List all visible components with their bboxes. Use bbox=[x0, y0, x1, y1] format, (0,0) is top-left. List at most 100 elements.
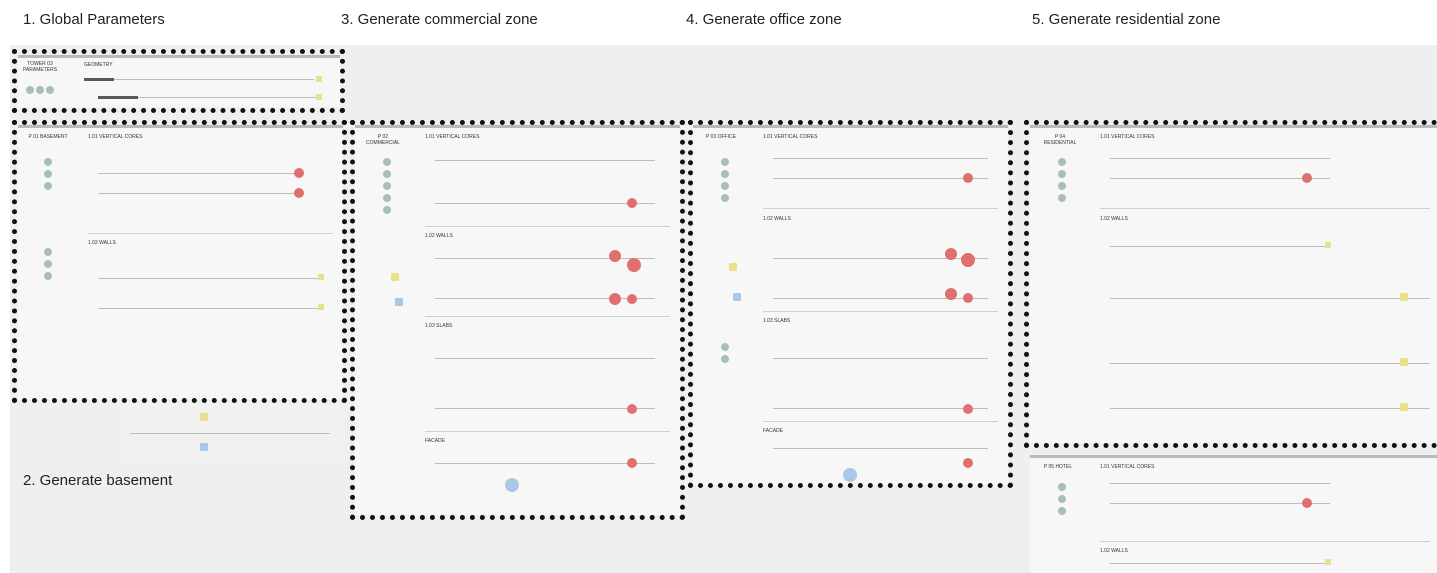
group-divider bbox=[425, 431, 670, 432]
output-node[interactable] bbox=[627, 458, 637, 468]
graph-wire bbox=[1110, 483, 1330, 484]
output-node[interactable] bbox=[316, 94, 322, 100]
graph-component[interactable] bbox=[98, 96, 138, 99]
graph-component[interactable] bbox=[395, 298, 403, 306]
graph-component[interactable] bbox=[200, 413, 208, 421]
parameter-node[interactable] bbox=[383, 158, 391, 166]
output-node[interactable] bbox=[963, 293, 973, 303]
output-node[interactable] bbox=[1400, 293, 1408, 301]
parameter-node[interactable] bbox=[1058, 170, 1066, 178]
graph-wire bbox=[1110, 363, 1430, 364]
output-node[interactable] bbox=[1325, 559, 1331, 565]
parameter-node[interactable] bbox=[721, 170, 729, 178]
output-node[interactable] bbox=[961, 253, 975, 267]
graph-wire bbox=[98, 278, 318, 279]
commercial-group-vertical-cores: 1.01 VERTICAL CORES bbox=[425, 134, 480, 140]
output-node[interactable] bbox=[294, 168, 304, 178]
parameter-node[interactable] bbox=[383, 206, 391, 214]
output-node[interactable] bbox=[627, 258, 641, 272]
graph-wire bbox=[114, 79, 314, 80]
output-node[interactable] bbox=[609, 293, 621, 305]
parameter-node[interactable] bbox=[1058, 194, 1066, 202]
parameter-node[interactable] bbox=[383, 194, 391, 202]
graph-wire bbox=[773, 408, 988, 409]
office-group-walls: 1.02 WALLS bbox=[763, 216, 791, 222]
parameter-node[interactable] bbox=[44, 170, 52, 178]
parameter-node[interactable] bbox=[721, 182, 729, 190]
graph-wire bbox=[130, 433, 330, 434]
basement-graph-extension[interactable] bbox=[120, 403, 345, 463]
parameter-node[interactable] bbox=[26, 86, 34, 94]
group-divider bbox=[763, 208, 998, 209]
hotel-panel[interactable]: P 05 HOTEL 1.01 VERTICAL CORES 1.02 WALL… bbox=[1030, 455, 1437, 573]
output-node[interactable] bbox=[1325, 242, 1331, 248]
office-group-facade: FACADE bbox=[763, 428, 784, 434]
office-panel[interactable]: P 03 OFFICE 1.01 VERTICAL CORES 1.02 WAL… bbox=[693, 125, 1008, 485]
output-node[interactable] bbox=[627, 198, 637, 208]
section-title-global-parameters: 1. Global Parameters bbox=[23, 11, 165, 28]
global-panel-label: TOWER 03 PARAMETERS bbox=[22, 61, 58, 73]
parameter-node[interactable] bbox=[1058, 182, 1066, 190]
output-node[interactable] bbox=[1400, 403, 1408, 411]
output-node[interactable] bbox=[1302, 498, 1312, 508]
graph-component[interactable] bbox=[200, 443, 208, 451]
parameter-node[interactable] bbox=[44, 182, 52, 190]
graph-wire bbox=[98, 193, 298, 194]
output-node[interactable] bbox=[1302, 173, 1312, 183]
output-node[interactable] bbox=[316, 76, 322, 82]
parameter-node[interactable] bbox=[44, 248, 52, 256]
graph-component[interactable] bbox=[391, 273, 399, 281]
graph-wire bbox=[435, 203, 655, 204]
hotel-group-walls: 1.02 WALLS bbox=[1100, 548, 1128, 554]
basement-panel[interactable]: P 01 BASEMENT 1.01 VERTICAL CORES 1.02 W… bbox=[18, 125, 343, 400]
residential-panel[interactable]: P 04 RESIDENTIAL 1.01 VERTICAL CORES 1.0… bbox=[1030, 125, 1437, 443]
input-node[interactable] bbox=[505, 478, 519, 492]
parameter-node[interactable] bbox=[1058, 495, 1066, 503]
parameter-node[interactable] bbox=[1058, 483, 1066, 491]
commercial-panel[interactable]: P 02 COMMERCIAL 1.01 VERTICAL CORES 1.02… bbox=[355, 125, 680, 515]
graph-wire bbox=[435, 258, 655, 259]
output-node[interactable] bbox=[945, 288, 957, 300]
output-node[interactable] bbox=[1400, 358, 1408, 366]
office-panel-label: P 03 OFFICE bbox=[706, 134, 736, 140]
graph-wire bbox=[435, 408, 655, 409]
graph-component[interactable] bbox=[84, 78, 114, 81]
output-node[interactable] bbox=[963, 404, 973, 414]
basement-group-walls: 1.02 WALLS bbox=[88, 240, 116, 246]
output-node[interactable] bbox=[963, 173, 973, 183]
graph-component[interactable] bbox=[733, 293, 741, 301]
group-divider bbox=[1100, 208, 1430, 209]
output-node[interactable] bbox=[945, 248, 957, 260]
basement-frame bbox=[12, 120, 347, 403]
parameter-node[interactable] bbox=[721, 158, 729, 166]
parameter-node[interactable] bbox=[36, 86, 44, 94]
parameter-node[interactable] bbox=[44, 158, 52, 166]
output-node[interactable] bbox=[318, 304, 324, 310]
parameter-node[interactable] bbox=[383, 182, 391, 190]
hotel-panel-label: P 05 HOTEL bbox=[1043, 464, 1073, 470]
group-divider bbox=[88, 233, 333, 234]
output-node[interactable] bbox=[294, 188, 304, 198]
output-node[interactable] bbox=[627, 404, 637, 414]
graph-wire bbox=[138, 97, 318, 98]
commercial-group-facade: FACADE bbox=[425, 438, 446, 444]
graph-wire bbox=[435, 160, 655, 161]
output-node[interactable] bbox=[627, 294, 637, 304]
graph-wire bbox=[773, 158, 988, 159]
parameter-node[interactable] bbox=[383, 170, 391, 178]
global-parameters-panel[interactable]: TOWER 03 PARAMETERS GEOMETRY bbox=[18, 55, 340, 107]
output-node[interactable] bbox=[318, 274, 324, 280]
parameter-node[interactable] bbox=[44, 260, 52, 268]
output-node[interactable] bbox=[609, 250, 621, 262]
parameter-node[interactable] bbox=[46, 86, 54, 94]
parameter-node[interactable] bbox=[44, 272, 52, 280]
parameter-node[interactable] bbox=[1058, 507, 1066, 515]
office-frame bbox=[688, 120, 1013, 488]
parameter-node[interactable] bbox=[1058, 158, 1066, 166]
parameter-node[interactable] bbox=[721, 355, 729, 363]
parameter-node[interactable] bbox=[721, 343, 729, 351]
parameter-node[interactable] bbox=[721, 194, 729, 202]
output-node[interactable] bbox=[963, 458, 973, 468]
input-node[interactable] bbox=[843, 468, 857, 482]
graph-component[interactable] bbox=[729, 263, 737, 271]
